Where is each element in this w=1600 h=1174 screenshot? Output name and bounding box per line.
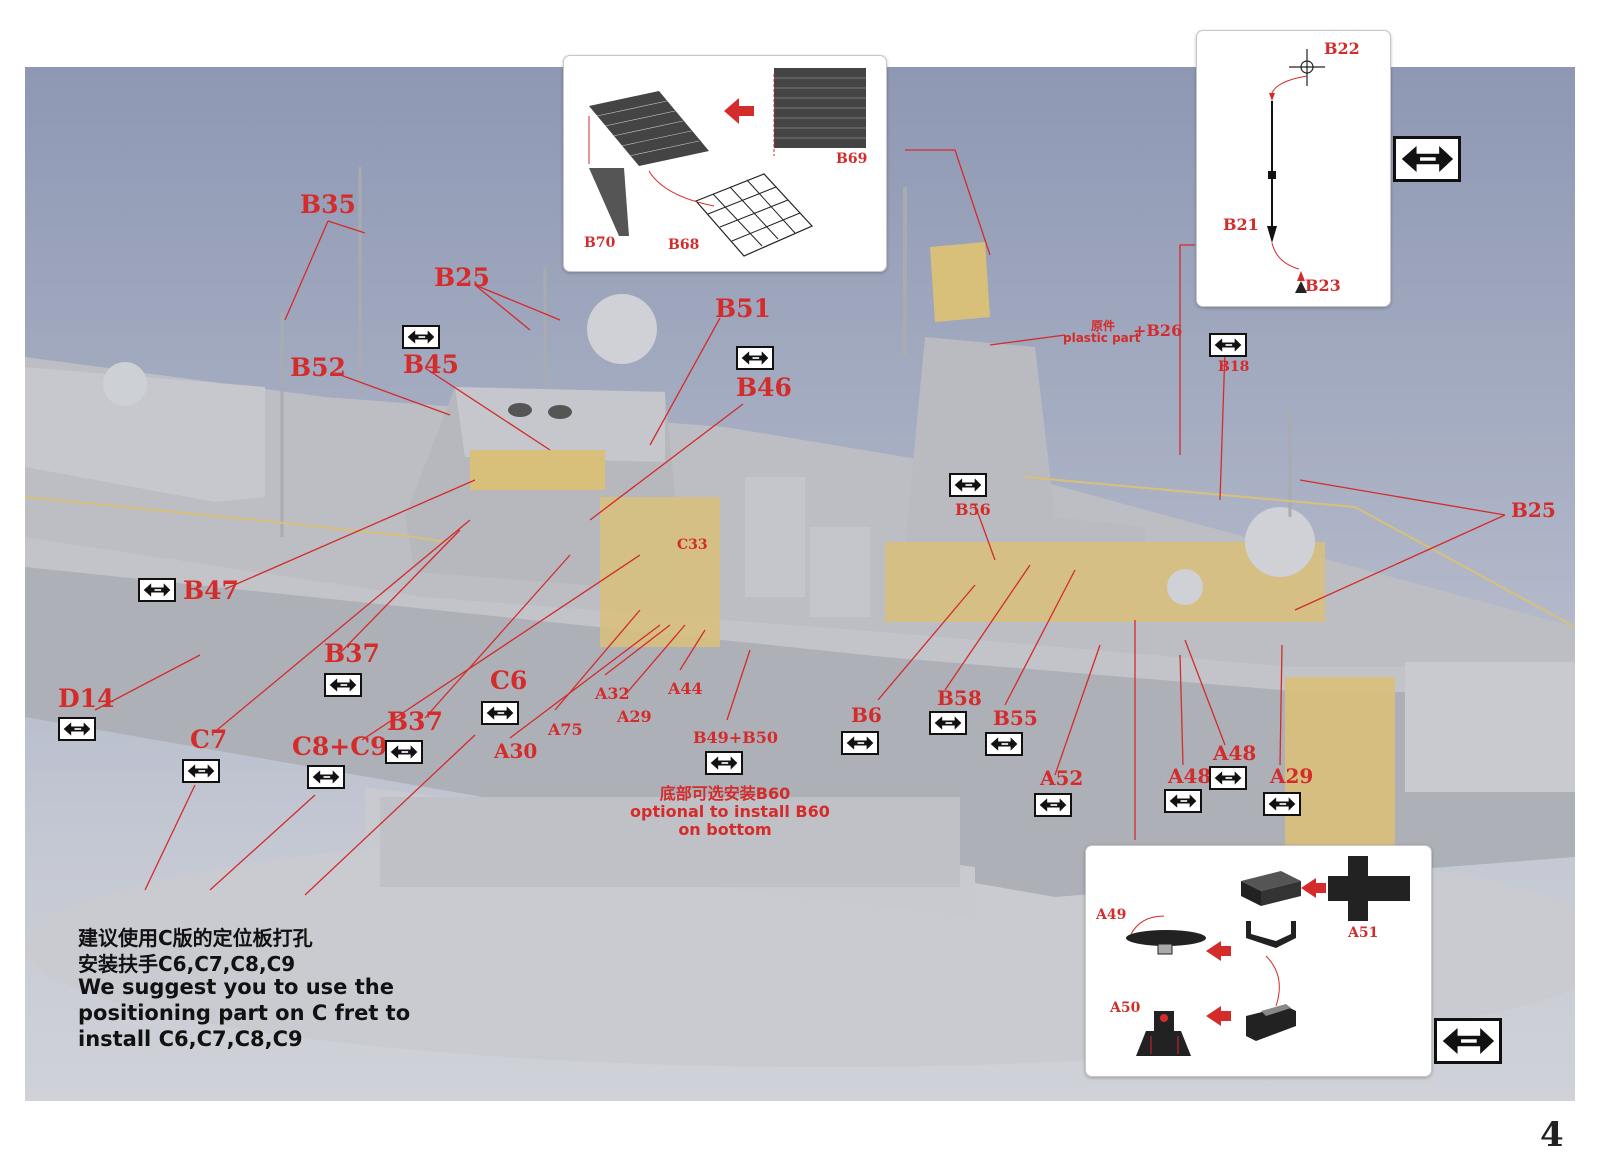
label-b68: B68 (668, 237, 700, 253)
label-a51: A51 (1348, 925, 1379, 941)
double-arrow-icon (736, 346, 774, 370)
label-a32: A32 (595, 684, 630, 703)
label-b45: B45 (403, 350, 459, 379)
plastic-part-en: plastic part (1063, 331, 1141, 345)
label-c6: C6 (490, 666, 528, 695)
label-c7: C7 (190, 725, 228, 754)
double-arrow-icon (138, 578, 176, 602)
label-b47: B47 (183, 576, 239, 605)
plastic-part-cn: 原件 (1091, 319, 1116, 333)
double-arrow-icon (324, 673, 362, 697)
label-b70: B70 (584, 235, 616, 251)
suggestion-en-line2: positioning part on C fret to (78, 1001, 411, 1025)
label-a48-b: A48 (1213, 741, 1257, 765)
double-arrow-icon (481, 701, 519, 725)
mast-diagram (1267, 49, 1325, 293)
label-a50: A50 (1110, 1000, 1141, 1016)
double-arrow-icon (1164, 789, 1202, 813)
label-d14: D14 (58, 684, 115, 713)
label-a75: A75 (548, 720, 583, 739)
inset-box-assembly: A49 A50 A51 (1085, 845, 1432, 1077)
double-arrow-icon (1034, 793, 1072, 817)
double-arrow-icon (705, 751, 743, 775)
label-b56: B56 (955, 500, 991, 519)
double-arrow-icon (841, 731, 879, 755)
double-arrow-icon (385, 740, 423, 764)
label-b37-upper: B37 (324, 639, 380, 668)
suggestion-en-line1: We suggest you to use the (78, 975, 394, 999)
optional-b60-note: 底部可选安装B60 optional to install B60 on bot… (630, 784, 830, 839)
double-arrow-icon (1393, 136, 1461, 182)
label-b58: B58 (937, 686, 982, 710)
label-b26: +B26 (1133, 321, 1183, 340)
inset-mast-assembly: B22 B21 B23 (1196, 30, 1391, 307)
label-b35: B35 (300, 190, 356, 219)
label-a29-right: A29 (1270, 764, 1314, 788)
label-b25-right: B25 (1511, 498, 1556, 522)
double-arrow-icon (1209, 766, 1247, 790)
label-a49: A49 (1096, 907, 1127, 923)
page-number: 4 (1540, 1115, 1564, 1155)
optional-note-en2: on bottom (678, 819, 772, 839)
suggestion-en-line3: install C6,C7,C8,C9 (78, 1027, 303, 1051)
double-arrow-icon (402, 325, 440, 349)
label-b22: B22 (1324, 39, 1360, 58)
label-a48-a: A48 (1168, 764, 1212, 788)
double-arrow-icon (985, 732, 1023, 756)
label-b49b50: B49+B50 (693, 728, 778, 747)
label-a44: A44 (668, 679, 703, 698)
label-a29-left: A29 (617, 707, 652, 726)
label-b37-lower: B37 (387, 707, 443, 736)
double-arrow-icon (58, 717, 96, 741)
double-arrow-icon (307, 765, 345, 789)
label-b6: B6 (851, 703, 882, 727)
label-a52: A52 (1040, 766, 1084, 790)
double-arrow-icon (949, 473, 987, 497)
label-b25-left: B25 (434, 263, 490, 292)
label-b51: B51 (715, 294, 771, 323)
label-a30: A30 (494, 739, 538, 763)
label-c33: C33 (677, 537, 708, 553)
inset-grating-assembly: B69 B70 B68 (563, 55, 887, 272)
double-arrow-icon (1434, 1018, 1502, 1064)
suggestion-cn-line2: 安装扶手C6,C7,C8,C9 (78, 952, 296, 976)
optional-note-cn: 底部可选安装B60 (659, 784, 791, 803)
label-b52: B52 (290, 353, 346, 382)
double-arrow-icon (929, 711, 967, 735)
double-arrow-icon (182, 759, 220, 783)
box-assembly-diagram (1126, 856, 1410, 1056)
double-arrow-icon (1209, 333, 1247, 357)
label-b55: B55 (993, 706, 1038, 730)
label-b69: B69 (836, 151, 868, 167)
double-arrow-icon (1263, 792, 1301, 816)
label-b46: B46 (736, 373, 792, 402)
label-b21: B21 (1223, 215, 1259, 234)
suggestion-cn-line1: 建议使用C版的定位板打孔 (78, 926, 313, 950)
optional-note-en1: optional to install B60 (630, 801, 830, 821)
grating-diagram (588, 68, 866, 257)
label-b23: B23 (1305, 276, 1341, 295)
label-b18: B18 (1218, 359, 1250, 375)
label-c8c9: C8+C9 (292, 732, 388, 761)
